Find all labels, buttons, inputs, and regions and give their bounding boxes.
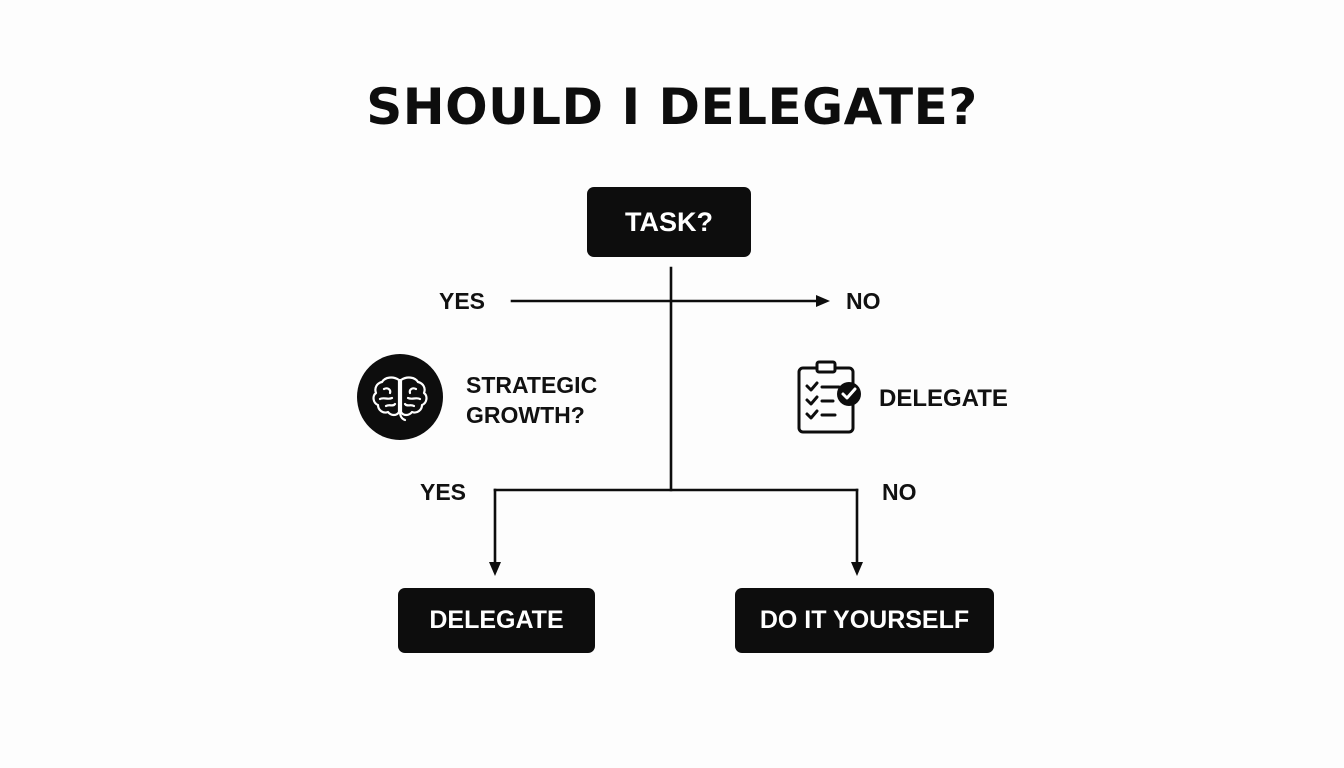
yes-arrowhead (489, 562, 501, 576)
bottom-yes-label: YES (420, 479, 467, 505)
strategic-line-2: GROWTH? (466, 402, 585, 428)
page-title: SHOULD I DELEGATE? (366, 78, 978, 136)
bottom-no-label: NO (882, 479, 917, 505)
brain-icon (357, 354, 443, 440)
task-node-label: TASK? (625, 206, 713, 237)
task-node[interactable]: TASK? (587, 187, 751, 257)
delegate-node[interactable]: DELEGATE (398, 588, 595, 653)
top-no-label: NO (846, 288, 881, 314)
no-arrowhead (851, 562, 863, 576)
clipboard-check-icon (793, 358, 865, 438)
strategic-growth-question: STRATEGIC GROWTH? (466, 370, 597, 430)
top-branch-arrowhead (816, 295, 830, 307)
do-it-yourself-label: DO IT YOURSELF (759, 606, 970, 634)
strategic-line-1: STRATEGIC (466, 372, 598, 398)
do-it-yourself-node[interactable]: DO IT YOURSELF (735, 588, 994, 653)
delegate-node-label: DELEGATE (429, 606, 564, 634)
delegate-side-label: DELEGATE (879, 385, 1008, 412)
top-yes-label: YES (439, 288, 486, 314)
